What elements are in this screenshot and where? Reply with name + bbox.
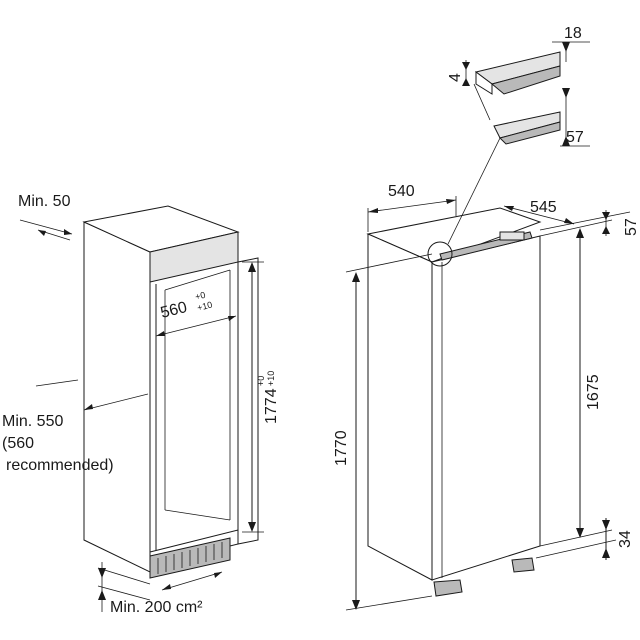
detail-thickness-b-label: 4: [447, 73, 464, 82]
appliance-height-label: 1770: [333, 430, 350, 466]
hinge-detail: 18 4 57: [447, 25, 590, 147]
min-top-gap-label: Min. 50: [18, 193, 71, 210]
detail-thickness-a-label: 18: [564, 25, 582, 42]
top-offset-dimension: 57: [539, 210, 640, 236]
door-height-dimension: 1675: [539, 219, 613, 547]
niche-height-tol-upper: +0: [256, 376, 266, 386]
niche-height-label: 1774: [263, 388, 280, 424]
niche-width-label: 560: [159, 299, 189, 322]
niche-height-dimension: 1774 +0 +10: [242, 261, 280, 533]
niche-width-tol-lower: +10: [196, 300, 213, 313]
detail-callout-circle: [427, 241, 453, 267]
bottom-offset-label: 34: [617, 530, 634, 548]
appliance-depth-label: 545: [530, 199, 557, 216]
bottom-offset-dimension: 34: [535, 518, 634, 560]
min-top-gap-dimension: Min. 50: [18, 193, 73, 241]
niche-depth-dimension: Min. 550 (560 recommended): [2, 379, 149, 474]
min-depth-line2: (560: [2, 435, 34, 452]
top-offset-label: 57: [623, 218, 640, 236]
niche-cabinet: Min. 50 560 +0 +10 1774 +0 +10 Mi: [2, 193, 280, 616]
vent-area-dimension: Min. 200 cm²: [97, 562, 223, 616]
appliance-width-dimension: 540: [367, 183, 457, 232]
appliance-depth-dimension: 545: [503, 199, 575, 225]
niche-width-dimension: 560 +0 +10: [155, 290, 237, 337]
min-depth-line1: Min. 550: [2, 413, 63, 430]
niche-height-tol-lower: +10: [266, 371, 276, 386]
min-depth-line3: recommended): [6, 457, 114, 474]
vent-grille: [157, 542, 223, 574]
detail-depth-c-label: 57: [566, 129, 584, 146]
appliance: 540 545 1770 1675: [333, 137, 640, 611]
appliance-width-label: 540: [388, 183, 415, 200]
niche-width-tol-upper: +0: [194, 290, 206, 302]
appliance-height-dimension: 1770: [333, 253, 433, 611]
door-height-label: 1675: [585, 374, 602, 410]
vent-area-label: Min. 200 cm²: [110, 599, 203, 616]
